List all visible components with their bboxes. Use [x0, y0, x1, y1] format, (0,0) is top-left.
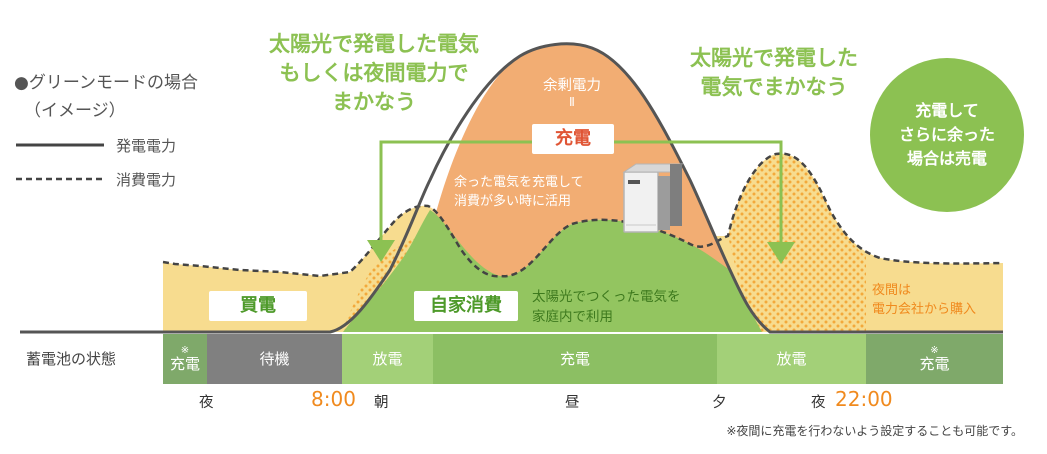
legend-subtitle: （イメージ） — [24, 101, 126, 121]
bar-segment-night-charge: ※ 充電 — [163, 334, 207, 384]
battery-state-label: 蓄電池の状態 — [26, 350, 117, 368]
bar-segment-standby-text: 待機 — [259, 349, 290, 368]
buy-label: 買電 — [209, 291, 307, 321]
generation-line — [20, 42, 1003, 334]
time-8am: 8:00 — [311, 387, 356, 411]
right-arrow-head — [767, 242, 795, 264]
time-night2: 夜 — [811, 395, 826, 411]
sell-circle-line2: さらに余った — [898, 125, 995, 144]
bar-segment-late-charge-text: 充電 — [919, 355, 950, 373]
bar-segment-evening-discharge: 放電 — [717, 334, 866, 384]
heading-right: 太陽光で発電した 電気でまかなう — [664, 44, 884, 102]
sell-circle-line3: 場合は売電 — [906, 149, 987, 168]
heading-left: 太陽光で発電した電気 もしくは夜間電力で まかなう — [244, 30, 504, 117]
self-consumption-note: 太陽光でつくった電気を 家庭内で利用 — [532, 287, 681, 327]
bar-segment-evening-discharge-text: 放電 — [776, 349, 807, 368]
surplus-note-line1: 余った電気を充電して — [454, 175, 584, 190]
battery-unit — [622, 163, 684, 233]
bar-segment-night-charge-mark: ※ — [180, 345, 190, 356]
night-note-line1: 夜間は — [872, 283, 912, 298]
heading-left-line2: もしくは夜間電力で — [279, 61, 469, 85]
surplus-label: 余剰電力 Ⅱ — [522, 78, 622, 110]
self-consumption-label: 自家消費 — [414, 291, 518, 321]
time-10pm: 22:00 — [835, 387, 893, 411]
bar-segment-day-charge: 充電 — [433, 334, 717, 384]
charge-box: 充電 — [532, 124, 614, 154]
heading-left-line1: 太陽光で発電した電気 — [269, 32, 479, 56]
sell-circle-line1: 充電して — [915, 101, 979, 120]
bar-segment-standby: 待機 — [207, 334, 342, 384]
self-note-line2: 家庭内で利用 — [532, 309, 613, 325]
time-night: 夜 — [199, 395, 214, 411]
time-noon: 昼 — [565, 395, 580, 411]
footnote: ※夜間に充電を行わないよう設定することも可能です。 — [726, 424, 1023, 438]
night-note: 夜間は 電力会社から購入 — [872, 281, 976, 319]
right-arrow — [614, 140, 783, 242]
bar-segment-late-charge: ※ 充電 — [866, 334, 1003, 384]
surplus-note-line2: 消費が多い時に活用 — [454, 194, 572, 209]
heading-left-line3: まかなう — [332, 90, 416, 114]
left-arrow-head — [367, 240, 395, 262]
surplus-line2: Ⅱ — [569, 95, 575, 109]
surplus-line1: 余剰電力 — [543, 78, 601, 94]
legend-title: ●グリーンモードの場合 — [14, 73, 198, 93]
left-arrow — [379, 140, 532, 240]
bar-segment-day-charge-text: 充電 — [559, 349, 590, 368]
legend-dashed-label: 消費電力 — [116, 171, 177, 189]
heading-right-line2: 電気でまかなう — [700, 75, 848, 99]
heading-right-line1: 太陽光で発電した — [690, 46, 858, 70]
surplus-note: 余った電気を充電して 消費が多い時に活用 — [454, 173, 584, 211]
bar-segment-late-charge-mark: ※ — [930, 345, 939, 356]
bar-segment-morning-discharge: 放電 — [342, 334, 433, 384]
self-note-line1: 太陽光でつくった電気を — [532, 289, 681, 305]
sell-circle: 充電して さらに余った 場合は売電 — [870, 58, 1024, 212]
legend-solid-label: 発電電力 — [116, 137, 177, 155]
bar-segment-morning-discharge-text: 放電 — [372, 349, 403, 368]
time-morning: 朝 — [374, 395, 389, 411]
bar-segment-night-charge-text: 充電 — [169, 355, 200, 373]
night-note-line2: 電力会社から購入 — [872, 302, 977, 317]
consumption-line — [162, 152, 1004, 278]
discharge-area-evening — [728, 153, 866, 332]
time-evening: 夕 — [712, 395, 727, 411]
